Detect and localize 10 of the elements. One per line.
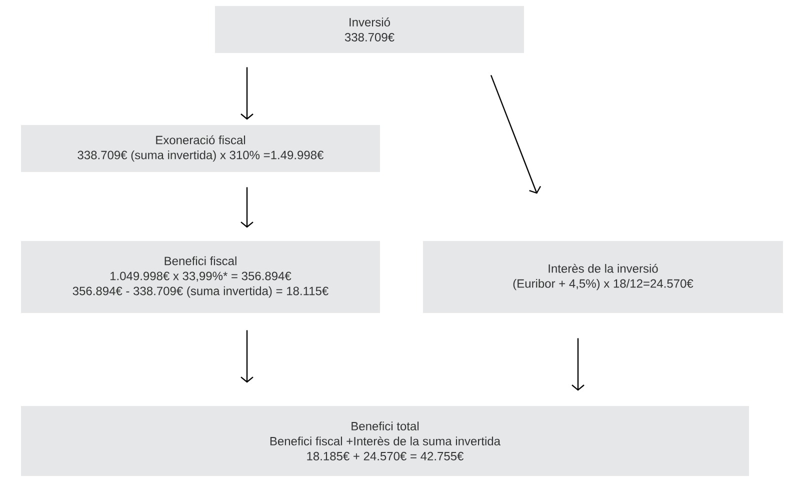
arrow [240,330,254,383]
text-box: Interès de la inversió (Euribor + 4,5%) x 18/12=24.570€ [423,241,783,313]
text-box: Benefici total Benefici fiscal +Interès de la suma invertida 18.185€ + 24.570€ = 42.755€ [21,406,749,476]
arrow [240,187,254,228]
text-box: Benefici fiscal 1.049.998€ x 33,99%* = 356.894€ 356.894€ - 338.709€ (suma invertida) = 18.115€ [21,241,380,313]
arrow [572,338,584,391]
text-box: Inversió 338.709€ [215,6,524,53]
arrow [240,67,254,120]
text-box: Exoneració fiscal 338.709€ (suma invertida) x 310% =1.49.998€ [21,125,380,172]
arrow [490,74,542,194]
